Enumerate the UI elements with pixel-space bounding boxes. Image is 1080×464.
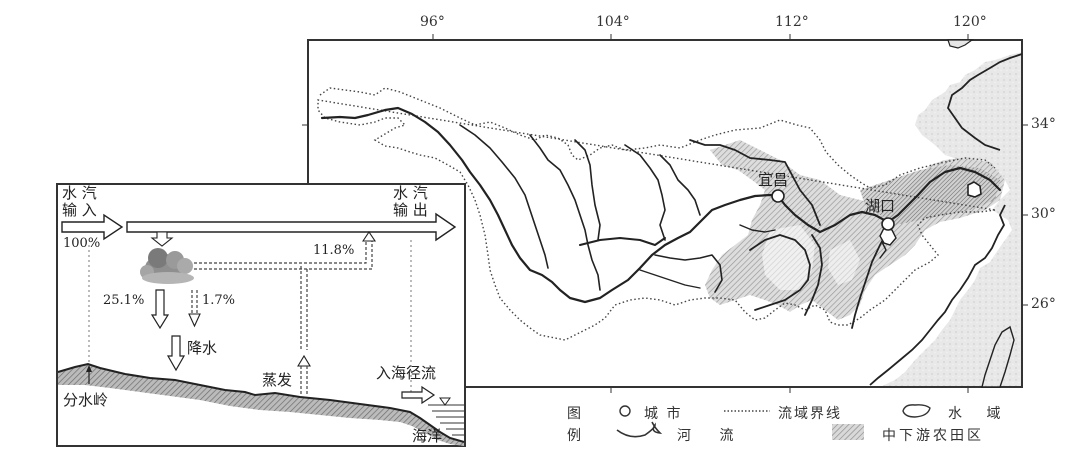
vapor-output-label-1: 水 汽 bbox=[393, 184, 428, 202]
vapor-output-label-2: 输 出 bbox=[393, 201, 428, 219]
vapor-input-label-2: 输 入 bbox=[62, 201, 97, 219]
lon-tick-104: 104° bbox=[596, 14, 630, 30]
city-yichang-label: 宜昌 bbox=[758, 171, 789, 189]
lake-poyang bbox=[879, 227, 897, 246]
legend-boundary-label: 流域界线 bbox=[778, 406, 842, 422]
basin-boundary bbox=[317, 87, 996, 341]
city-hukou-marker bbox=[881, 217, 895, 231]
lon-tick-120: 120° bbox=[953, 14, 987, 30]
lat-tick-26: 26° bbox=[1031, 296, 1056, 312]
cloud-icon bbox=[140, 248, 194, 284]
legend-title-1: 图 bbox=[567, 406, 583, 422]
water-body-symbol-icon bbox=[902, 404, 931, 418]
precipitation-percent-main: 25.1% bbox=[103, 293, 145, 308]
lon-tick-112: 112° bbox=[775, 14, 809, 30]
vapor-input-percent: 100% bbox=[63, 236, 101, 251]
river-symbol-icon bbox=[616, 421, 663, 438]
watershed-divide-label: 分水岭 bbox=[63, 391, 109, 409]
vapor-input-label-1: 水 汽 bbox=[62, 184, 97, 202]
legend-farmland-label: 中下游农田区 bbox=[882, 428, 984, 444]
coastline bbox=[869, 53, 1023, 386]
lat-tick-30: 30° bbox=[1031, 206, 1056, 222]
farmland-symbol-icon bbox=[832, 424, 864, 440]
legend-water-label: 水 域 bbox=[948, 406, 1011, 422]
city-hukou-label: 湖口 bbox=[865, 197, 896, 215]
taiwan-island bbox=[981, 325, 1015, 388]
precipitation-percent-minor: 1.7% bbox=[202, 293, 236, 308]
legend-city-label: 城 市 bbox=[644, 406, 683, 422]
city-yichang-marker bbox=[771, 189, 785, 203]
legend-river-label: 河 流 bbox=[677, 428, 746, 444]
city-symbol-icon bbox=[619, 405, 631, 417]
lat-tick-34: 34° bbox=[1031, 116, 1056, 132]
precipitation-label: 降水 bbox=[187, 339, 218, 357]
evaporation-label: 蒸发 bbox=[262, 371, 293, 389]
ocean-label: 海洋 bbox=[412, 427, 443, 445]
runoff-to-sea-label: 入海径流 bbox=[376, 364, 437, 382]
legend-title-2: 例 bbox=[567, 428, 583, 444]
lake-taihu bbox=[967, 181, 982, 198]
evaporation-return-percent: 11.8% bbox=[313, 243, 355, 258]
lon-tick-96: 96° bbox=[420, 14, 445, 30]
farmland-area bbox=[705, 140, 1005, 320]
